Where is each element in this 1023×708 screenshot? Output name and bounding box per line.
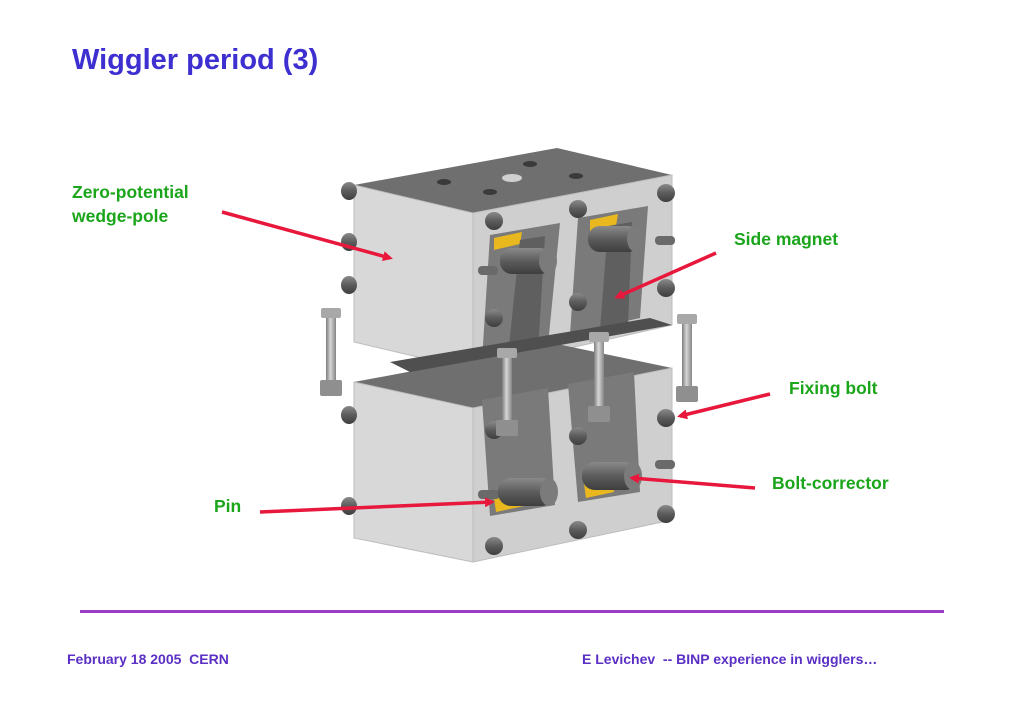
bolt-head	[569, 293, 587, 311]
footer-divider	[80, 610, 944, 613]
callout-fixing-bolt: Fixing bolt	[789, 378, 878, 398]
arrow-fixing-bolt	[677, 392, 771, 420]
footer-date-venue: February 18 2005 CERN	[67, 651, 229, 667]
side-magnet-upper-left	[494, 232, 522, 250]
pole-gap	[390, 318, 672, 372]
bolt-head	[657, 505, 675, 523]
top-hole	[523, 161, 537, 167]
bolt-head	[485, 212, 503, 230]
top-hole	[437, 179, 451, 185]
fixing-bolt-mid-left	[502, 354, 512, 424]
pin-stub	[478, 266, 498, 275]
lower-block-left-face	[353, 381, 474, 563]
bolt-head	[569, 200, 587, 218]
bolt-corrector-upper-left	[500, 248, 552, 274]
bolt-head	[569, 521, 587, 539]
fixing-bolt-right-nut	[676, 386, 698, 402]
bolt-head	[341, 406, 357, 424]
bolt-corrector-upper-right	[588, 226, 640, 252]
callout-zero-potential-wedge-pole: Zero-potential wedge-pole	[72, 180, 189, 228]
fixing-bolt-mid-left-nut	[496, 420, 518, 436]
fixing-bolt-mid-right-nut	[588, 406, 610, 422]
fixing-bolt-left	[326, 314, 336, 384]
fixing-bolts	[320, 308, 698, 436]
fixing-bolt-left-nut	[320, 380, 342, 396]
bolt-head	[657, 409, 675, 427]
bolt-corrector-cap	[539, 248, 557, 274]
top-hole	[569, 173, 583, 179]
pin-stub	[478, 490, 500, 499]
footer-author-talk: E Levichev -- BINP experience in wiggler…	[582, 651, 878, 667]
pin-stub	[655, 460, 675, 469]
fixing-bolt-left-head	[321, 308, 341, 318]
fixing-bolt-right-head	[677, 314, 697, 324]
bolt-head	[485, 537, 503, 555]
arrow-bolt-corrector	[629, 473, 756, 490]
callout-arrows	[221, 210, 771, 514]
bolt-head	[569, 427, 587, 445]
slide-title: Wiggler period (3)	[72, 44, 319, 76]
lower-block-top-face	[354, 344, 672, 408]
bolt-corrector-cap	[624, 462, 642, 490]
top-hole	[502, 174, 522, 182]
bolt-head	[341, 182, 357, 200]
fixing-bolt-mid-left-head	[497, 348, 517, 358]
callout-zero-potential-line1: Zero-potential	[72, 182, 189, 202]
pin-stub	[655, 236, 675, 245]
fixing-bolt-mid-right	[594, 338, 604, 410]
bolt-head	[485, 309, 503, 327]
callout-side-magnet: Side magnet	[734, 229, 839, 249]
side-pins	[478, 236, 675, 499]
bolt-head	[657, 184, 675, 202]
callout-pin: Pin	[214, 496, 242, 516]
bolt-head	[341, 497, 357, 515]
callout-zero-potential-line2: wedge-pole	[72, 206, 169, 226]
fixing-bolt-mid-right-head	[589, 332, 609, 342]
arrow-pin	[259, 497, 495, 514]
bolt-head	[341, 276, 357, 294]
zero-potential-wedge-pole	[353, 184, 474, 371]
bolt-corrector-lower-right	[582, 462, 638, 490]
bolt-corrector-lower-left	[498, 478, 554, 506]
arrow-side-magnet	[614, 251, 717, 299]
bolt-corrector-cap	[627, 226, 645, 252]
top-hole	[483, 189, 497, 195]
arrow-zero-potential	[221, 210, 393, 261]
bolt-corrector-cap	[540, 478, 558, 506]
bolt-head	[657, 279, 675, 297]
fixing-bolt-right	[682, 320, 692, 388]
callout-bolt-corrector: Bolt-corrector	[772, 473, 889, 493]
